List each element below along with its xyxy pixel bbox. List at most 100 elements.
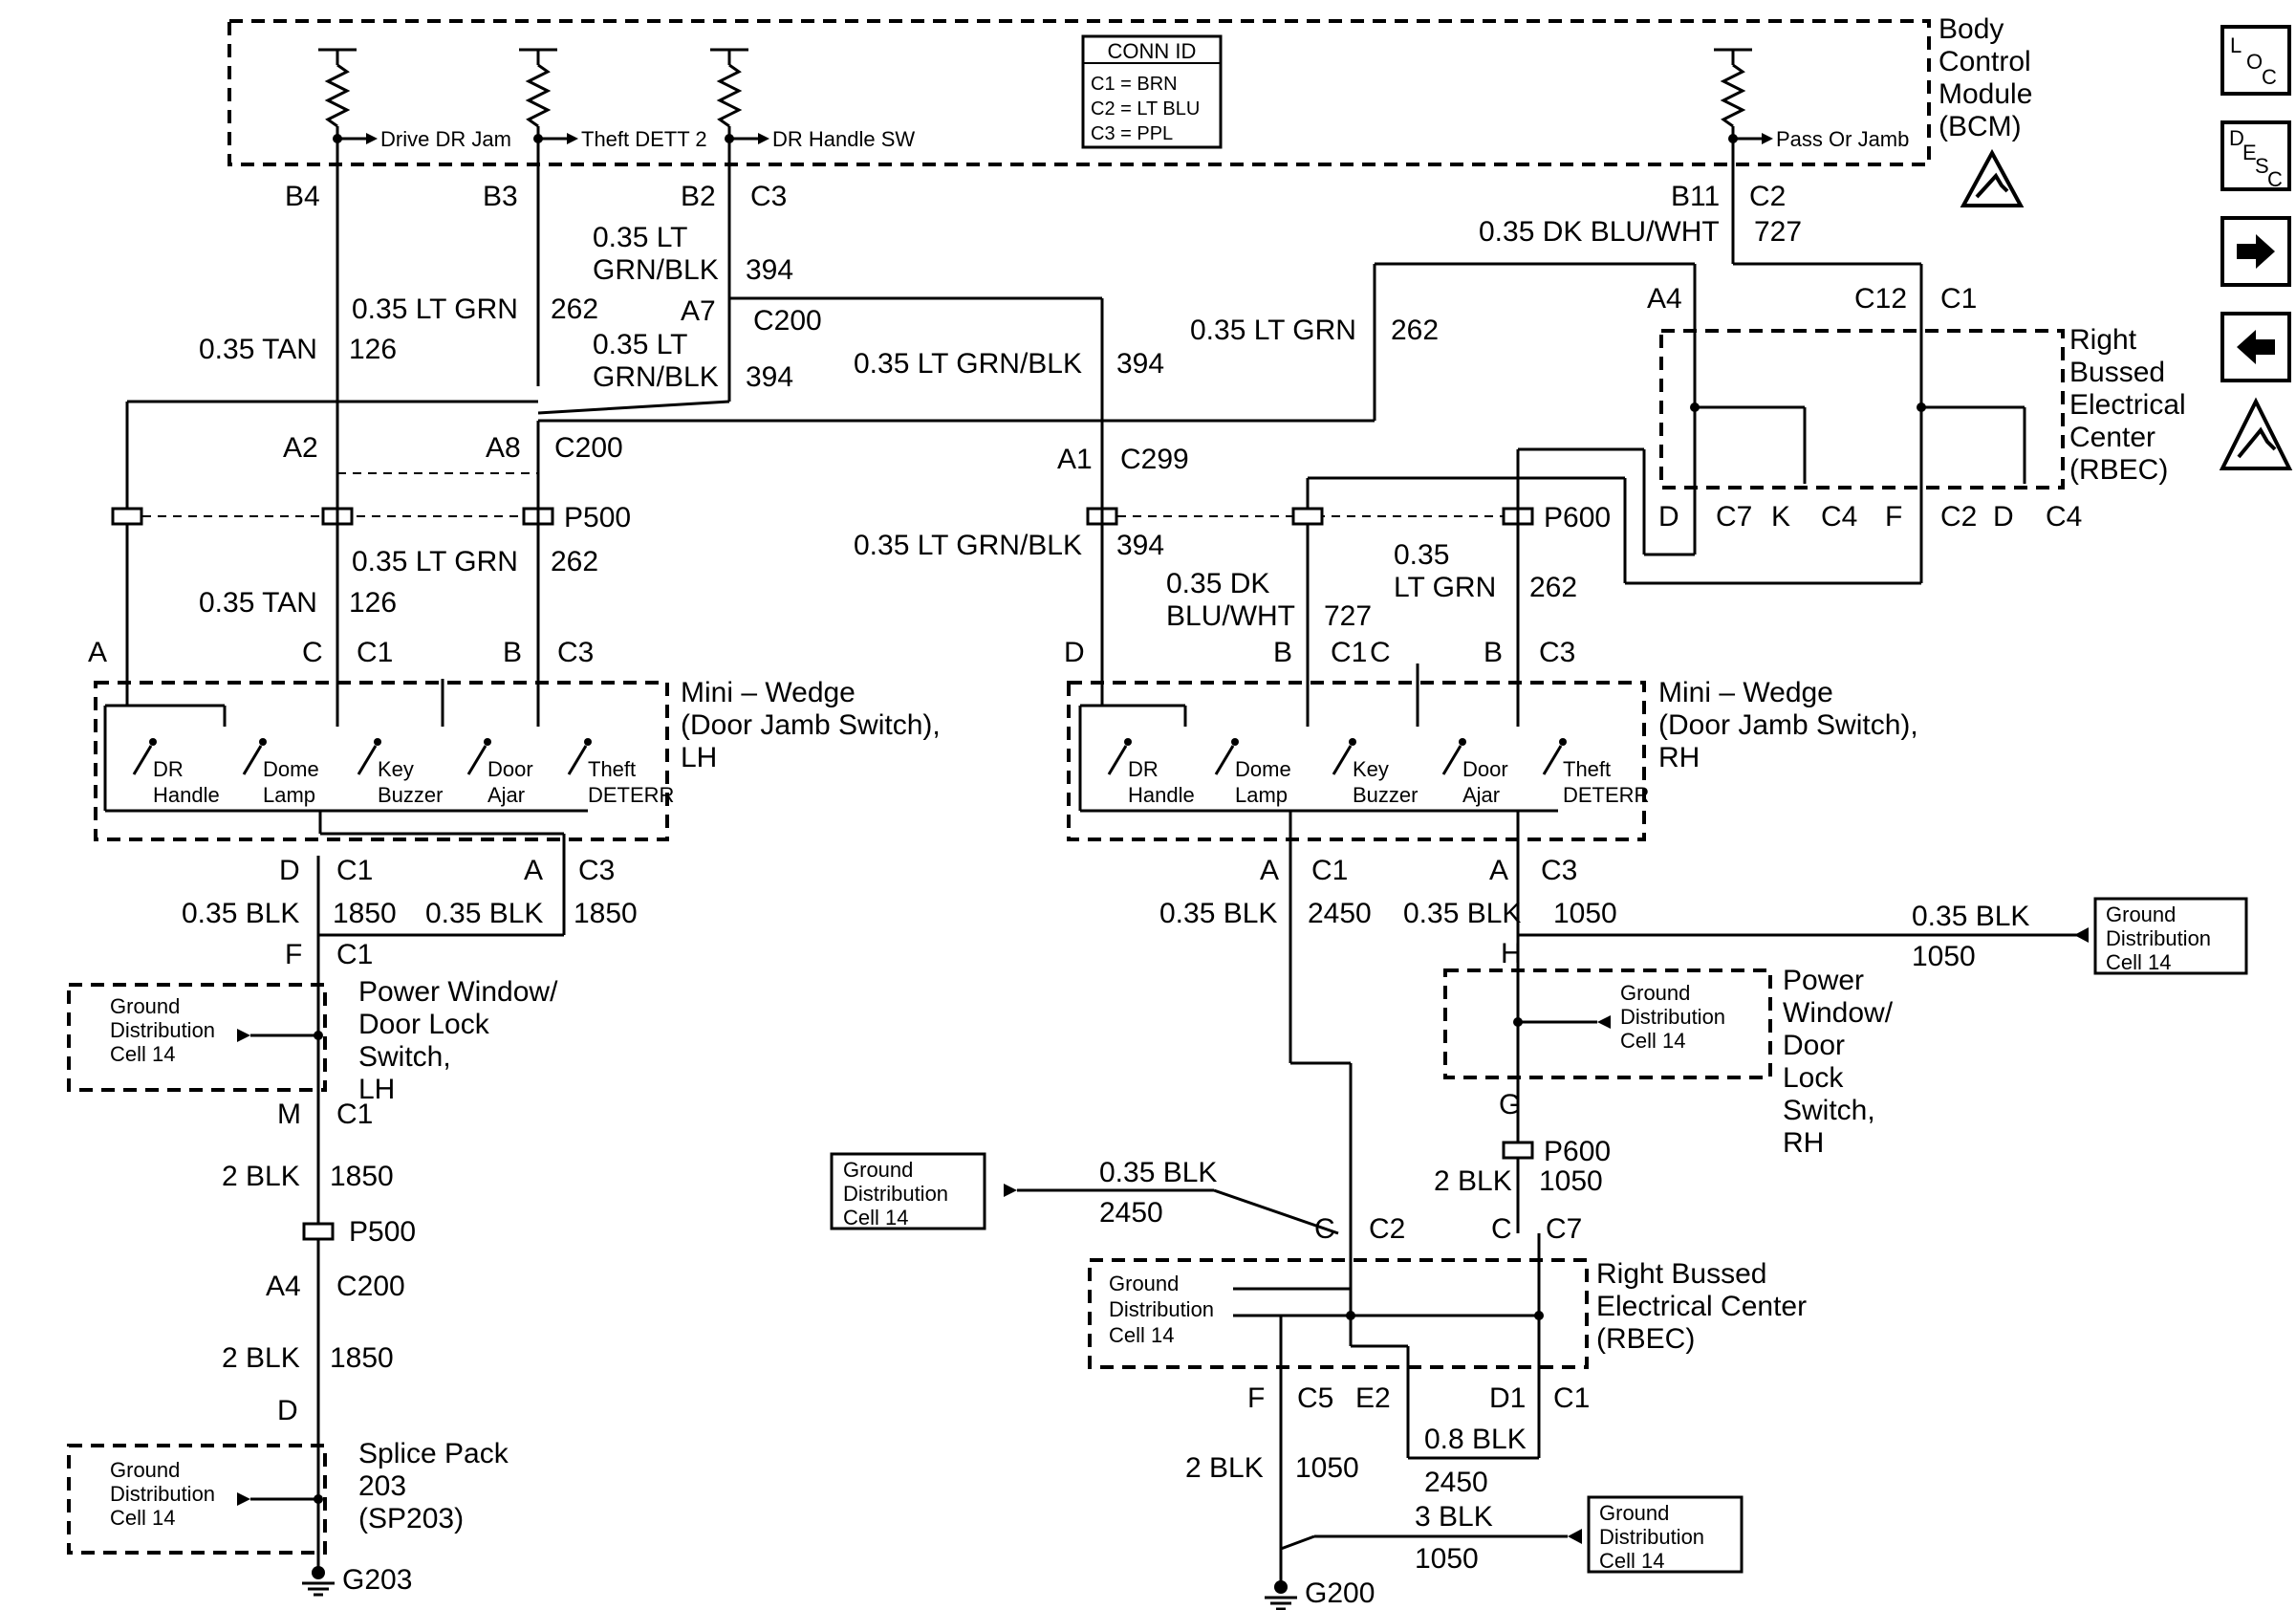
pin-d-splice: D [277,1395,298,1426]
pin-f-rbec: F [1885,501,1902,533]
pin-h-pwr-rh: H [1501,938,1522,969]
wire-code-2450-rh3: 2450 [1424,1467,1488,1498]
rbec-top-label-3: Electrical [2069,389,2186,421]
pin-a7: A7 [681,295,716,327]
wire-label-ltgrnblk-a: 0.35 LT [593,222,688,253]
top-wiring: B4 B3 B2 C3 B11 C2 0.35 TAN 126 0.35 [125,181,1923,664]
rbec-top-label-4: Center [2069,422,2155,453]
wire-label-2blk-rh1: 2 BLK [1434,1165,1512,1197]
gd-rh2-line3: Cell 14 [1620,1029,1685,1053]
bcm-input-dr-handle-sw: DR Handle SW [772,127,915,151]
wire-code-394-run: 394 [1116,348,1164,380]
gd-rh1-line1: Ground [2106,903,2176,926]
wire-label-ltgrnblk-run: 0.35 LT GRN/BLK [854,348,1082,380]
pin-c3-lh: C3 [557,637,594,668]
pin-c1-rbec: C1 [1940,283,1977,315]
gd-rh1-line2: Distribution [2106,926,2211,950]
bcm-input-theft-dett2: Theft DETT 2 [581,127,707,151]
conn-c200: C200 [753,305,822,337]
splice-label-3: (SP203) [358,1503,464,1534]
pin-c4b-rbec: C4 [2046,501,2082,533]
conn-c200-lh: C200 [336,1271,405,1302]
pin-a-rh-c3: A [1489,855,1508,886]
pwr-rh-label-3: Door [1783,1030,1845,1061]
wire-code-2450-rh1: 2450 [1308,898,1372,929]
mini-wedge-lh-label-1: Mini – Wedge [681,677,856,708]
pullup-resistor [1714,48,1773,182]
pwr-lh-label-4: LH [358,1074,395,1105]
side-icons[interactable]: L O C D E S C [1960,25,2293,470]
gd-lh2-line3: Cell 14 [110,1506,175,1530]
ground-dist-box [2093,897,2248,975]
pin-d2-rbec: D [1993,501,2014,533]
switch-contact [357,738,381,775]
pwr-rh-label-1: Power [1783,965,1864,996]
gd-rh4-line2: Distribution [1109,1297,1214,1321]
pin-a4-lh: A4 [266,1271,301,1302]
pullup-resistor [710,48,769,182]
switch-label: DR [153,757,184,781]
pin-g-pwr-rh: G [1499,1089,1521,1120]
ground-g203: G203 [342,1564,412,1596]
desc-icon-d: D [2229,126,2244,150]
wire-code-1850-lh2: 1850 [574,898,638,929]
switch-contact [466,738,491,775]
pin-c2-rbec-b: C2 [1369,1213,1405,1245]
switch-label: Handle [1128,783,1195,807]
wire-label-blk-rh3: 0.35 BLK [1912,901,2029,932]
loc-icon[interactable]: L O C [2220,25,2291,96]
wire-code-1050-rh3: 1050 [1539,1165,1603,1197]
wire-label-2blk-lh2: 2 BLK [222,1342,300,1374]
bcm-pullups: Drive DR Jam Theft DETT 2 DR Handle SW P… [318,48,1909,182]
wire-label-ltgrn: 0.35 LT GRN [352,294,518,325]
conn-id-c3: C3 = PPL [1091,123,1173,144]
rbec-top-label-5: (RBEC) [2069,454,2168,486]
wire-label-08blk: 0.8 BLK [1424,1424,1527,1455]
gd-lh1-line1: Ground [110,994,180,1018]
pin-f-rbec-b: F [1247,1382,1265,1414]
pwr-rh-label-2: Window/ [1783,997,1894,1029]
pin-c7-rbec-b: C7 [1546,1213,1582,1245]
bcm-label-line2: Control [1939,46,2031,77]
pwr-lh-label-2: Door Lock [358,1009,490,1040]
desc-icon[interactable]: D E S C [2220,120,2291,191]
switch-label: Ajar [1462,783,1500,807]
next-arrow-icon[interactable] [2220,216,2291,287]
pin-a-rh-c1: A [1260,855,1279,886]
pin-a4-rbec: A4 [1647,283,1682,315]
switch-contact [1214,738,1239,775]
wire-code-1850-lh1: 1850 [333,898,397,929]
switch-contact [1107,738,1132,775]
splice-label-1: Splice Pack [358,1438,509,1469]
switch-label: Lamp [263,783,315,807]
pullup-resistor [318,48,378,182]
switch-label: Lamp [1235,783,1288,807]
desc-icon-c: C [2267,167,2283,191]
switch-label: Buzzer [378,783,443,807]
ground-dist-box [830,1152,986,1230]
conn-p600-rh: P600 [1544,1136,1611,1167]
wire-code-1050-rh2: 1050 [1912,941,1976,972]
pin-c5-rbec-b: C5 [1297,1382,1333,1414]
pin-d-rh: D [1064,637,1085,668]
back-arrow-icon[interactable] [2220,312,2291,382]
loc-icon-c: C [2262,65,2277,89]
mini-wedge-lh-label-2: (Door Jamb Switch), [681,709,941,741]
gd-rh5-line1: Ground [1599,1501,1669,1525]
gd-rh2-line1: Ground [1620,981,1690,1005]
pin-b3: B3 [483,181,518,212]
switch-label: DR [1128,757,1159,781]
gd-lh2-line1: Ground [110,1458,180,1482]
lh-ground-chain: D C1 A C3 0.35 BLK 1850 0.35 BLK 1850 F … [67,855,638,1597]
pin-c1-rh: C1 [1331,637,1367,668]
pin-d1-rbec-b: D1 [1489,1382,1526,1414]
pin-f-pwr: F [285,939,302,970]
conn-id-c1: C1 = BRN [1091,74,1178,95]
conn-c299: C299 [1120,444,1189,475]
pin-c2-rbec: C2 [1940,501,1977,533]
gd-rh4-line3: Cell 14 [1109,1323,1174,1347]
pin-c-rbec-b: C [1314,1213,1335,1245]
conn-id-title: CONN ID [1108,39,1197,63]
bcm-label-line1: Body [1939,13,2004,45]
pin-a-lh: A [88,637,107,668]
